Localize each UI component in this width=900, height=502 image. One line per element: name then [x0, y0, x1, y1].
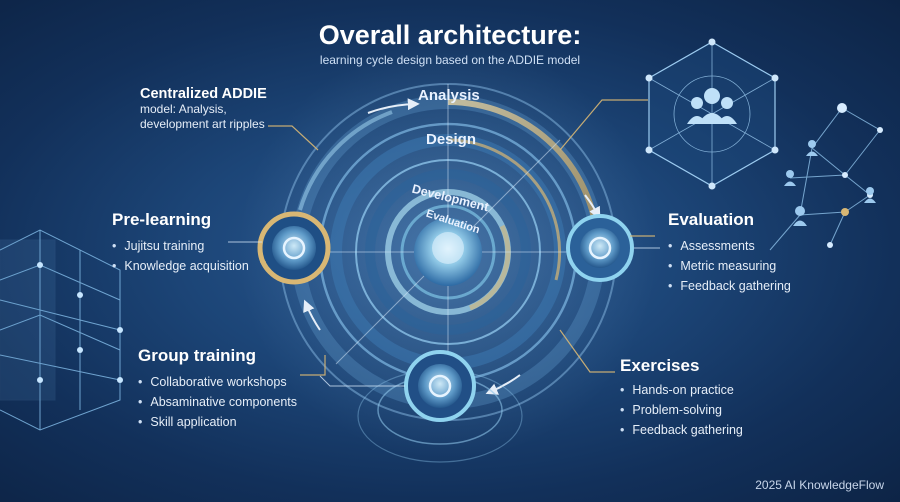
connector-lines [260, 99, 655, 376]
group-training-item: Absaminative components [138, 392, 297, 412]
wireframe-cube-icon [0, 229, 121, 431]
pre-learning-block: Pre-learning Jujitsu training Knowledge … [112, 210, 249, 276]
center-description-line-1: Centralized ADDIE [140, 86, 267, 102]
group-training-item: Skill application [138, 412, 297, 432]
center-description-line-3: development art ripples [140, 117, 265, 131]
footer-credit: 2025 AI KnowledgeFlow [755, 478, 884, 492]
exercises-block: Exercises Hands-on practice Problem-solv… [620, 356, 743, 440]
evaluation-item: Metric measuring [668, 256, 791, 276]
center-description-line-2: model: Analysis, [140, 102, 227, 116]
pre-learning-heading: Pre-learning [112, 210, 212, 229]
evaluation-item: Feedback gathering [668, 276, 791, 296]
node-evaluation [566, 214, 634, 282]
node-exercises [357, 350, 523, 463]
pre-learning-item: Knowledge acquisition [112, 256, 248, 276]
exercises-item: Feedback gathering [620, 420, 743, 440]
exercises-item: Problem-solving [620, 400, 743, 420]
evaluation-block: Evaluation Assessments Metric measuring … [668, 210, 791, 296]
evaluation-item: Assessments [668, 236, 791, 256]
group-training-item: Collaborative workshops [138, 372, 297, 392]
page-subtitle: learning cycle design based on the ADDIE… [319, 53, 581, 67]
node-pre-learning [257, 211, 331, 285]
page-title: Overall architecture: [318, 20, 582, 50]
evaluation-heading: Evaluation [668, 210, 754, 229]
exercises-item: Hands-on practice [620, 380, 743, 400]
center-description: Centralized ADDIE model: Analysis, devel… [140, 86, 267, 132]
ring-label-analysis: Analysis [418, 87, 480, 104]
network-nodes-left [37, 262, 123, 383]
group-training-heading: Group training [138, 346, 257, 365]
group-training-block: Group training Collaborative workshops A… [138, 346, 297, 432]
pre-learning-item: Jujitsu training [112, 236, 249, 256]
network-graph-icon [769, 103, 883, 251]
users-network-icon [645, 38, 779, 190]
ring-label-design: Design [426, 131, 477, 148]
exercises-heading: Exercises [620, 356, 700, 375]
